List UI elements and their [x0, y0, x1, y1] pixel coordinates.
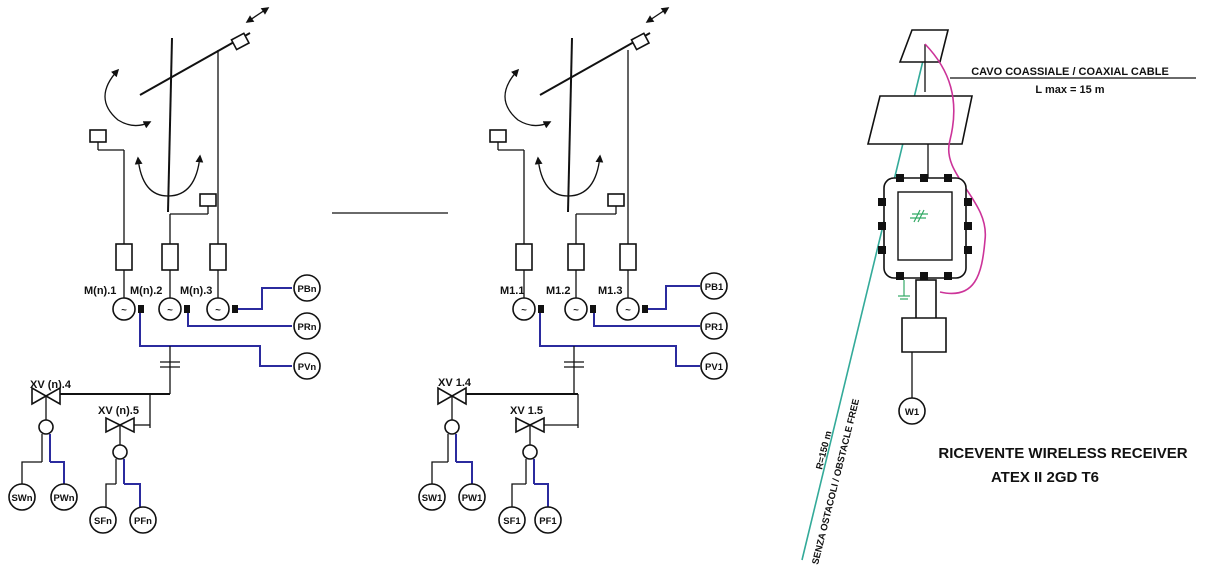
valve-label: XV 1.5	[510, 405, 543, 417]
motor-symbol	[564, 297, 588, 321]
motor-label: M1.2	[546, 285, 570, 297]
svg-text:PF1: PF1	[539, 516, 557, 527]
svg-text:PB1: PB1	[705, 282, 724, 293]
motor-label: M1.1	[500, 285, 524, 297]
svg-text:PRn: PRn	[298, 322, 317, 333]
svg-text:PV1: PV1	[705, 362, 724, 373]
position-tag	[700, 352, 728, 380]
transmitter-tag	[898, 397, 926, 425]
position-tag	[293, 274, 321, 302]
motor-label: M(n).1	[84, 285, 116, 297]
valve-label: XV (n).4	[30, 379, 72, 391]
receiver-title: RICEVENTE WIRELESS RECEIVER	[938, 445, 1187, 462]
motor-label: M(n).3	[180, 285, 212, 297]
position-tag	[700, 312, 728, 340]
cable-label: CAVO COASSIALE / COAXIAL CABLE	[971, 66, 1169, 78]
switch-tag	[498, 506, 526, 534]
cable-length-label: L max = 15 m	[1035, 84, 1104, 96]
svg-text:PFn: PFn	[134, 516, 152, 527]
svg-text:~: ~	[215, 305, 221, 316]
svg-text:SWn: SWn	[11, 493, 32, 504]
wireless-receiver: W1 CAVO COASSIALE / COAXIAL CABLE L max …	[801, 29, 1196, 566]
svg-text:PW1: PW1	[462, 493, 483, 504]
svg-text:W1: W1	[905, 407, 920, 418]
svg-text:~: ~	[573, 305, 579, 316]
right-unit: M1.1 M1.2 M1.3 ~ ~ ~ PB1 PR1 PV1 XV 1.4 …	[418, 7, 728, 534]
svg-text:~: ~	[521, 305, 527, 316]
motor-symbol	[616, 297, 640, 321]
valve-label: XV 1.4	[438, 377, 472, 389]
motor-symbol	[512, 297, 536, 321]
range-label: R=150 m	[814, 430, 834, 471]
motor-symbol	[206, 297, 230, 321]
svg-text:~: ~	[121, 305, 127, 316]
svg-text:SFn: SFn	[94, 516, 112, 527]
svg-text:SF1: SF1	[503, 516, 521, 527]
svg-text:PR1: PR1	[705, 322, 724, 333]
switch-tag	[129, 506, 157, 534]
switch-tag	[50, 483, 78, 511]
svg-text:~: ~	[625, 305, 631, 316]
switch-tag	[89, 506, 117, 534]
position-tag	[293, 312, 321, 340]
receiver-subtitle: ATEX II 2GD T6	[991, 469, 1099, 486]
position-tag	[700, 272, 728, 300]
valve-label: XV (n).5	[98, 405, 139, 417]
svg-text:PBn: PBn	[298, 284, 317, 295]
svg-text:PWn: PWn	[53, 493, 74, 504]
motor-label: M(n).2	[130, 285, 162, 297]
switch-tag	[8, 483, 36, 511]
svg-text:~: ~	[167, 305, 173, 316]
switch-tag	[418, 483, 446, 511]
left-unit: M(n).1 M(n).2 M(n).3 ~ ~ ~ PBn PRn PVn X…	[8, 7, 321, 534]
svg-text:PVn: PVn	[298, 362, 317, 373]
motor-symbol	[158, 297, 182, 321]
switch-tag	[458, 483, 486, 511]
motor-label: M1.3	[598, 285, 622, 297]
svg-text:SW1: SW1	[422, 493, 443, 504]
position-tag	[293, 352, 321, 380]
switch-tag	[534, 506, 562, 534]
obstacle-label: SENZA OSTACOLI / OBSTACLE FREE	[810, 398, 862, 566]
motor-symbol	[112, 297, 136, 321]
